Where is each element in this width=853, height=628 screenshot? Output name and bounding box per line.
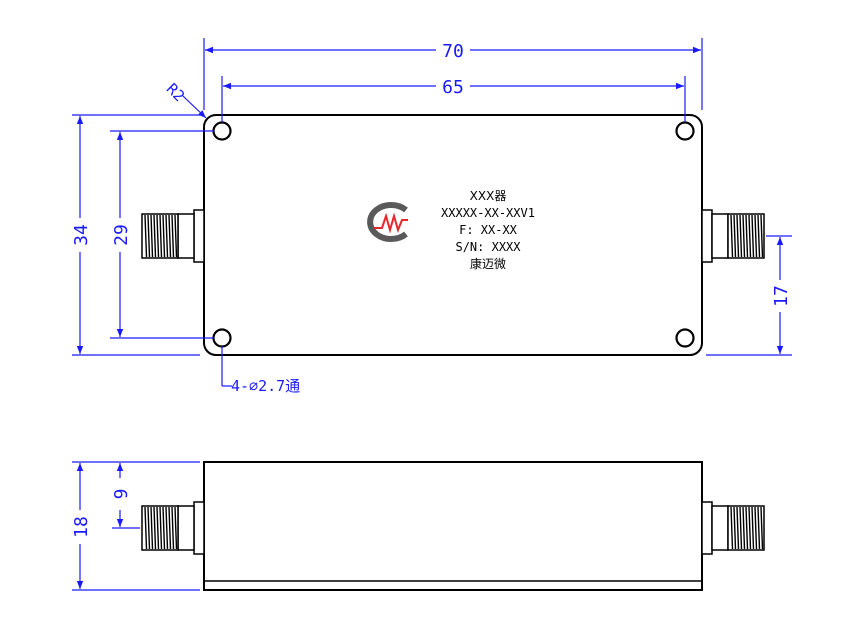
dimension-overall-height bbox=[72, 114, 200, 356]
dim-overall-height-label: 34 bbox=[71, 224, 92, 246]
dimension-side-connector-offset bbox=[112, 463, 140, 529]
dimension-side-height bbox=[72, 461, 200, 591]
model-number: XXXXX-XX-XXV1 bbox=[441, 206, 535, 220]
dim-side-connector-offset-label: 9 bbox=[111, 489, 132, 500]
dim-corner-radius-label: R2 bbox=[163, 80, 189, 106]
hole-callout-leader bbox=[221, 346, 232, 387]
product-name: XXX器 bbox=[470, 189, 507, 203]
frequency-label: F: XX-XX bbox=[459, 223, 518, 237]
side-view: 18 9 bbox=[71, 461, 765, 591]
dimension-hole-spacing-x bbox=[221, 76, 686, 122]
dim-overall-length-label: 70 bbox=[442, 41, 464, 62]
nameplate: XXX器 XXXXX-XX-XXV1 F: XX-XX S/N: XXXX 康迈… bbox=[441, 189, 535, 271]
dim-hole-spacing-x-label: 65 bbox=[442, 77, 464, 98]
dimension-hole-spacing-y bbox=[110, 130, 214, 339]
sma-connector-icon bbox=[141, 501, 205, 555]
brand-name: 康迈微 bbox=[470, 256, 506, 271]
dimension-overall-length bbox=[203, 38, 703, 110]
dimension-connector-offset bbox=[706, 235, 792, 356]
side-housing-outline bbox=[203, 461, 703, 591]
sma-connector-icon bbox=[701, 209, 765, 263]
dim-connector-offset-label: 17 bbox=[771, 285, 792, 307]
dimension-corner-radius bbox=[182, 95, 207, 119]
dim-side-height-label: 18 bbox=[71, 516, 92, 538]
top-view: XXX器 XXXXX-XX-XXV1 F: XX-XX S/N: XXXX 康迈… bbox=[71, 38, 792, 395]
mounting-hole-icon bbox=[212, 121, 695, 348]
hole-callout-label: 4-⌀2.7通 bbox=[231, 377, 300, 395]
sma-connector-icon bbox=[141, 209, 205, 263]
dim-hole-spacing-y-label: 29 bbox=[111, 224, 132, 246]
housing-outline bbox=[203, 114, 703, 356]
company-logo-icon bbox=[367, 202, 410, 242]
sma-connector-icon bbox=[701, 501, 765, 555]
serial-number: S/N: XXXX bbox=[455, 240, 521, 254]
